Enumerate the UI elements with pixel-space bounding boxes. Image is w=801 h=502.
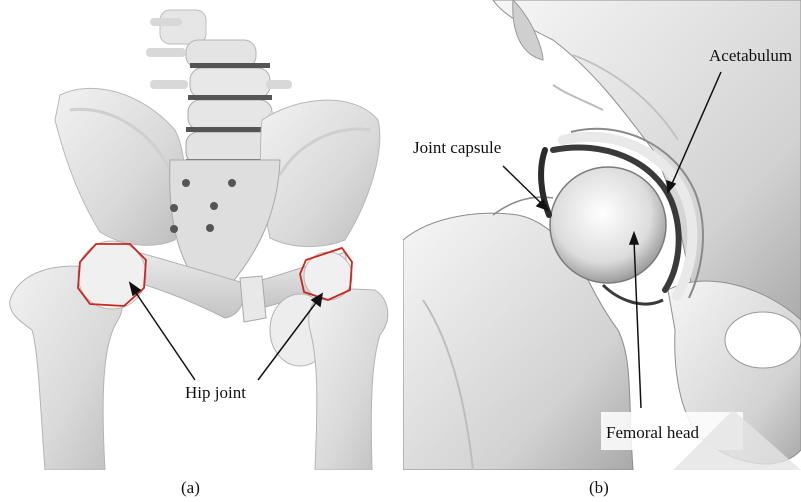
panel-a-caption: (a): [181, 478, 200, 498]
femoral-head-label: Femoral head: [606, 423, 699, 443]
pelvis-illustration-panel: Hip joint: [0, 0, 400, 470]
acetabulum-label: Acetabulum: [709, 46, 792, 66]
femoral-head-shape: [550, 167, 666, 283]
joint-capsule-label: Joint capsule: [413, 138, 501, 158]
panel-b-caption: (b): [589, 478, 609, 498]
hip-joint-label: Hip joint: [185, 383, 246, 403]
hip-cross-section-panel: Joint capsule Acetabulum Femoral head: [403, 0, 801, 470]
arrow-to-right-hip: [134, 290, 195, 380]
hip-joint-cross-section: [403, 0, 801, 470]
